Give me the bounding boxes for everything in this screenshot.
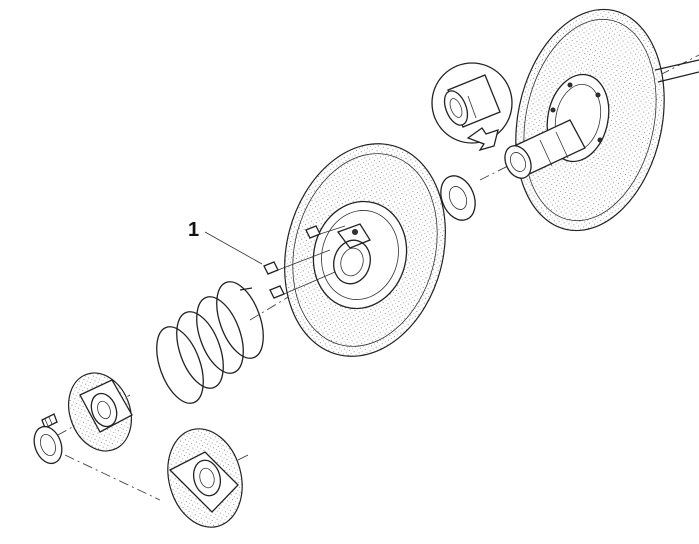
slider-buttons (263, 225, 346, 299)
detail-arrow-icon (466, 127, 499, 152)
thrust-washer (440, 175, 476, 221)
callout-leader-line (204, 231, 263, 265)
bushing-detail-bubble (431, 62, 513, 144)
snap-ring-washer (33, 425, 63, 465)
detail-guide-line (64, 454, 161, 501)
set-screw (41, 413, 58, 429)
fixed-sheave-disc (515, 8, 699, 232)
callout-number-1: 1 (188, 219, 199, 241)
coil-spring (156, 281, 264, 404)
sheave-shaft (504, 119, 586, 179)
movable-sheave-disc (284, 143, 446, 357)
spring-cup (68, 372, 133, 452)
spider-retainer-detail (167, 428, 249, 528)
center-axis-line (39, 54, 699, 446)
